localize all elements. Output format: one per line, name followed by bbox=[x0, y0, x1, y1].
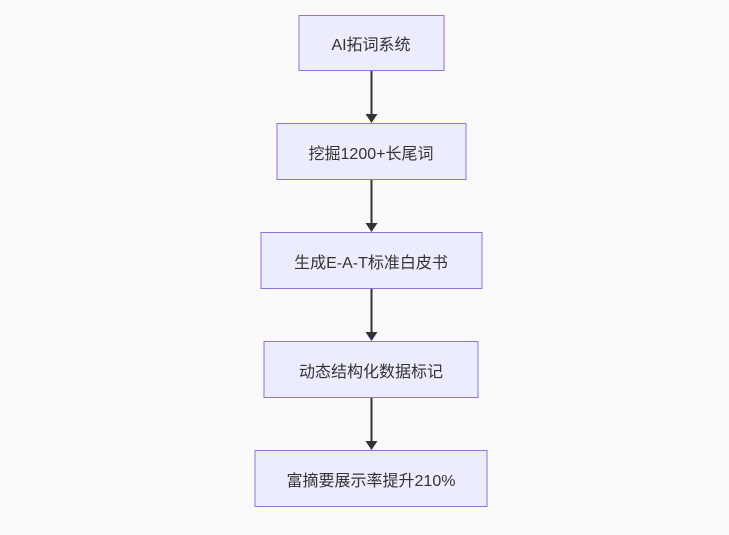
arrow-line bbox=[370, 180, 372, 224]
flow-arrow-2 bbox=[365, 180, 377, 232]
arrow-line bbox=[370, 71, 372, 115]
flow-node-label: 动态结构化数据标记 bbox=[298, 363, 443, 381]
arrow-line bbox=[370, 398, 372, 442]
flow-node-structured-data-markup: 动态结构化数据标记 bbox=[263, 341, 479, 398]
arrow-head-icon bbox=[365, 332, 377, 341]
flow-node-label: 生成E-A-T标准白皮书 bbox=[294, 254, 448, 272]
flow-node-label: 挖掘1200+长尾词 bbox=[308, 145, 434, 163]
flow-node-label: 富摘要展示率提升210% bbox=[286, 472, 456, 490]
flow-arrow-4 bbox=[365, 398, 377, 450]
flowchart-canvas: AI拓词系统 挖掘1200+长尾词 生成E-A-T标准白皮书 动态结构化数据标记… bbox=[254, 15, 488, 507]
flow-node-label: AI拓词系统 bbox=[331, 37, 411, 54]
flow-node-ai-word-expansion: AI拓词系统 bbox=[298, 15, 444, 71]
flow-node-rich-snippet-result: 富摘要展示率提升210% bbox=[254, 450, 488, 507]
flow-node-eat-whitepaper: 生成E-A-T标准白皮书 bbox=[260, 232, 482, 289]
arrow-head-icon bbox=[365, 114, 377, 123]
arrow-line bbox=[370, 289, 372, 333]
flow-arrow-1 bbox=[365, 71, 377, 123]
arrow-head-icon bbox=[365, 441, 377, 450]
arrow-head-icon bbox=[365, 223, 377, 232]
flow-arrow-3 bbox=[365, 289, 377, 341]
flow-node-longtail-mining: 挖掘1200+长尾词 bbox=[276, 123, 466, 180]
